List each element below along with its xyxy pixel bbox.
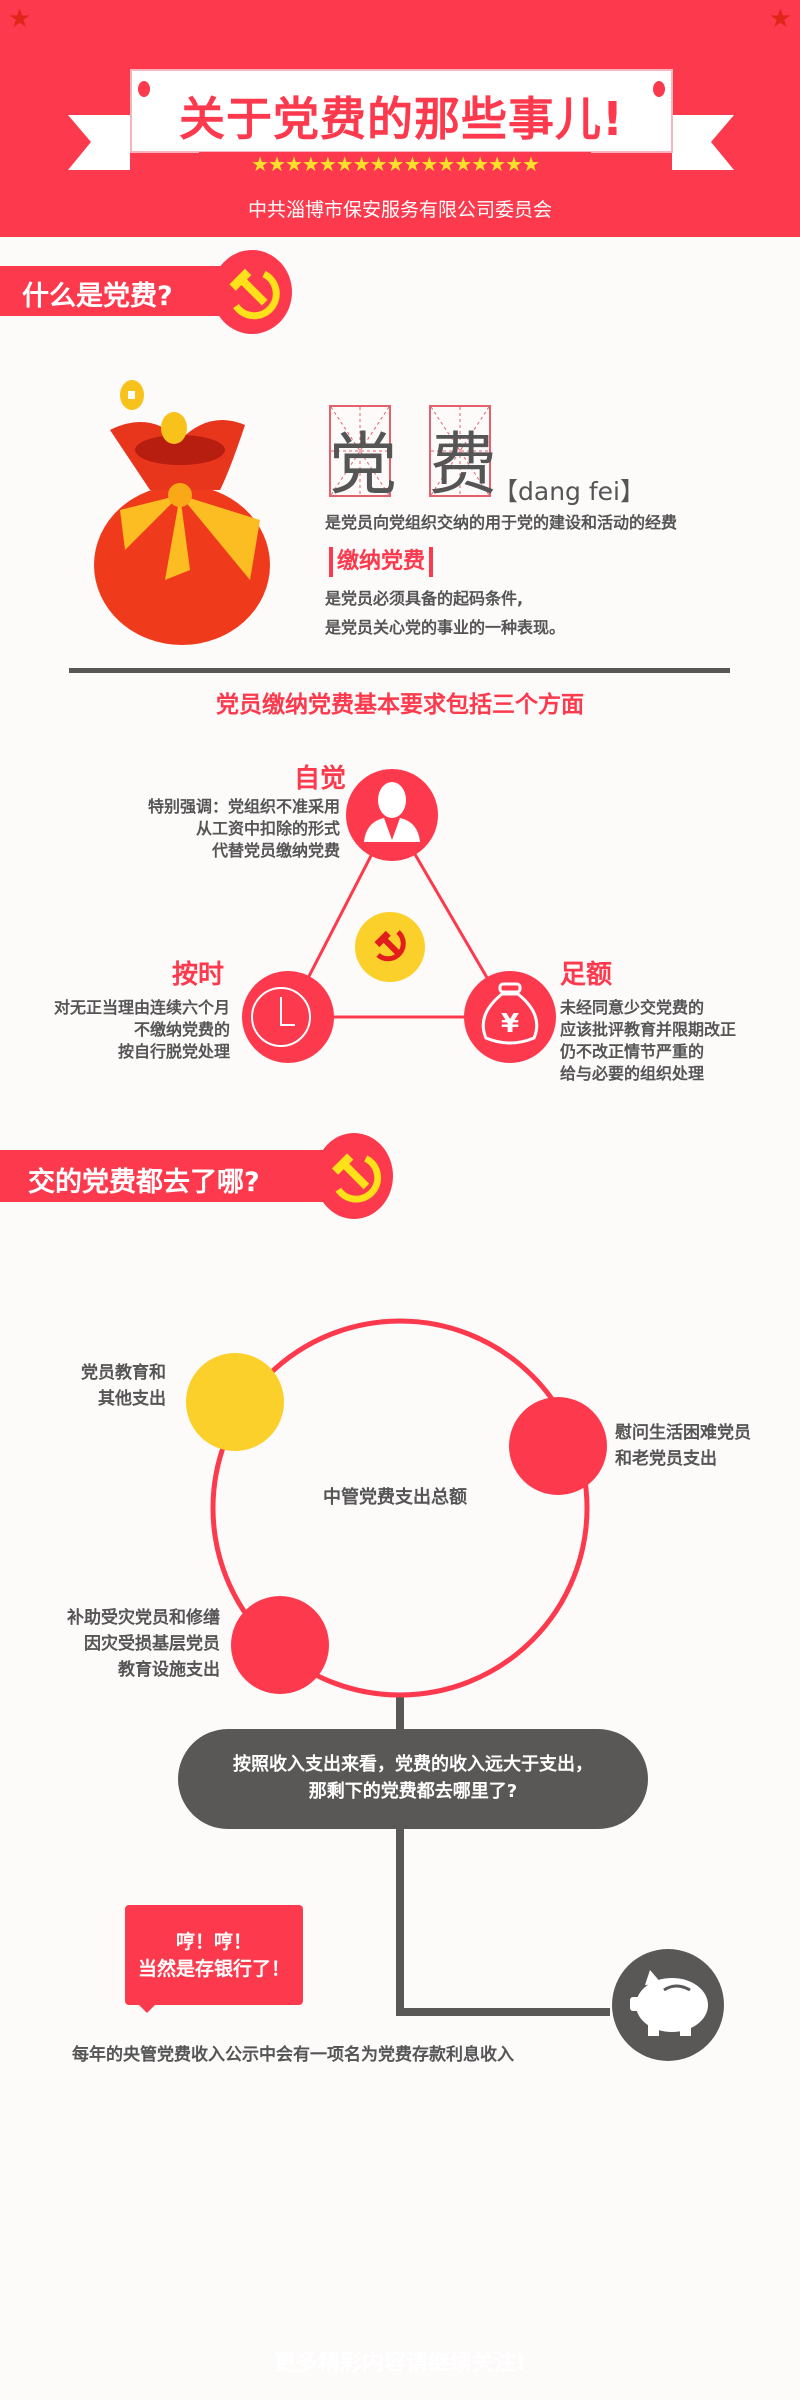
expense-label: 慰问生活困难党员 和老党员支出	[615, 1420, 751, 1472]
line: 是党员必须具备的起码条件,	[325, 589, 524, 608]
title-banner: 关于党费的那些事儿!	[130, 69, 673, 153]
bubble-tail	[138, 2004, 156, 2013]
speech-bubble: 哼！哼！ 当然是存银行了！	[125, 1905, 303, 2005]
line: 给与必要的组织处理	[560, 1064, 705, 1083]
money-bag-icon	[481, 982, 539, 1045]
header-banner: ★ ★ 关于党费的那些事儿! ★★★★★★★★★★★★★★★★★ 中共淄博市保安…	[0, 0, 800, 237]
requirement-desc: 对无正当理由连续六个月 不缴纳党费的 按自行脱党处理	[54, 997, 230, 1063]
line: 其他支出	[98, 1389, 166, 1409]
char-grid: 费	[429, 405, 497, 505]
grid-guides	[431, 407, 489, 495]
line: 对无正当理由连续六个月	[53, 998, 230, 1017]
line: 那剩下的党费都去哪里了?	[308, 1781, 518, 1802]
expense-dot	[231, 1596, 329, 1694]
line: 应该批评教育并限期改正	[560, 1020, 737, 1039]
question-pill: 按照收入支出来看，党费的收入远大于支出， 那剩下的党费都去哪里了?	[178, 1729, 648, 1829]
lucky-bag-illustration	[94, 380, 270, 645]
definition: 是党员向党组织交纳的用于党的建设和活动的经费	[325, 513, 678, 532]
star-icon: ★	[768, 4, 792, 34]
expenditure-diagram	[186, 1318, 724, 2061]
pinyin: 【dang fei】	[493, 477, 645, 506]
hammer-sickle-icon	[374, 930, 406, 962]
line: 仍不改正情节严重的	[560, 1042, 705, 1061]
center-label: 中管党费支出总额	[323, 1487, 467, 1508]
banner-dot	[138, 81, 150, 97]
line: 按照收入支出来看，党费的收入远大于支出，	[233, 1754, 593, 1775]
expense-dot	[186, 1353, 284, 1451]
line: 哼！哼！	[175, 1931, 252, 1953]
line: 未经同意少交党费的	[560, 998, 705, 1017]
person-icon	[364, 782, 420, 842]
requirement-desc: 特别强调：党组织不准采用 从工资中扣除的形式 代替党员缴纳党费	[148, 796, 340, 862]
requirement-title: 足额	[560, 960, 613, 990]
ribbon-tails	[68, 115, 734, 170]
organization-name: 中共淄博市保安服务有限公司委员会	[247, 199, 552, 221]
line: 从工资中扣除的形式	[195, 819, 340, 838]
line: 按自行脱党处理	[117, 1042, 230, 1061]
line: 教育设施支出	[118, 1660, 220, 1680]
line: 和老党员支出	[615, 1449, 717, 1469]
piggy-bank-icon	[630, 1970, 708, 2036]
line: 特别强调：党组织不准采用	[147, 797, 340, 816]
char: 费	[429, 426, 498, 505]
subheading: 缴纳党费	[329, 547, 434, 577]
line: 是党员关心党的事业的一种表现。	[325, 618, 566, 637]
requirement-desc: 未经同意少交党费的 应该批评教育并限期改正 仍不改正情节严重的 给与必要的组织处…	[560, 997, 736, 1085]
requirement-title: 自觉	[294, 764, 347, 794]
answer-text: 每年的央管党费收入公示中会有一项名为党费存款利息收入	[72, 2045, 514, 2065]
char: 党	[329, 426, 398, 505]
char-grid: 党	[329, 405, 397, 505]
expense-dot	[509, 1397, 607, 1495]
divider	[69, 668, 730, 673]
line: 当然是存银行了！	[137, 1958, 290, 1980]
line: 不缴纳党费的	[133, 1020, 230, 1039]
emblem-badge	[315, 1133, 393, 1219]
line: 补助受灾党员和修缮	[67, 1608, 220, 1628]
svg-text:¥: ¥	[501, 1009, 519, 1039]
expense-label: 党员教育和 其他支出	[81, 1360, 166, 1412]
line: 代替党员缴纳党费	[211, 841, 340, 860]
line: 慰问生活困难党员	[615, 1423, 751, 1443]
section-title: 交的党费都去了哪?	[28, 1167, 260, 1198]
section-header-where	[0, 1150, 340, 1202]
requirements-title: 党员缴纳党费基本要求包括三个方面	[216, 692, 584, 718]
emblem-badge	[212, 250, 292, 334]
clock-icon	[251, 987, 311, 1047]
stars-row: ★★★★★★★★★★★★★★★★★	[199, 152, 591, 178]
expense-label: 补助受灾党员和修缮 因灾受损基层党员 教育设施支出	[67, 1605, 220, 1683]
line: 因灾受损基层党员	[84, 1634, 220, 1654]
line: 党员教育和	[81, 1363, 166, 1383]
footer-text: 更多精彩内容请继续关注!	[273, 2351, 527, 2376]
banner-dot	[653, 81, 665, 97]
section-title: 什么是党费?	[22, 281, 173, 312]
grid-guides	[331, 407, 389, 495]
hammer-sickle-icon	[331, 1153, 382, 1203]
star-icon: ★	[8, 4, 32, 34]
requirements-triangle: ¥	[242, 769, 556, 1063]
requirement-title: 按时	[172, 960, 225, 990]
hammer-sickle-icon	[229, 268, 280, 320]
page-title: 关于党费的那些事儿!	[179, 92, 624, 146]
